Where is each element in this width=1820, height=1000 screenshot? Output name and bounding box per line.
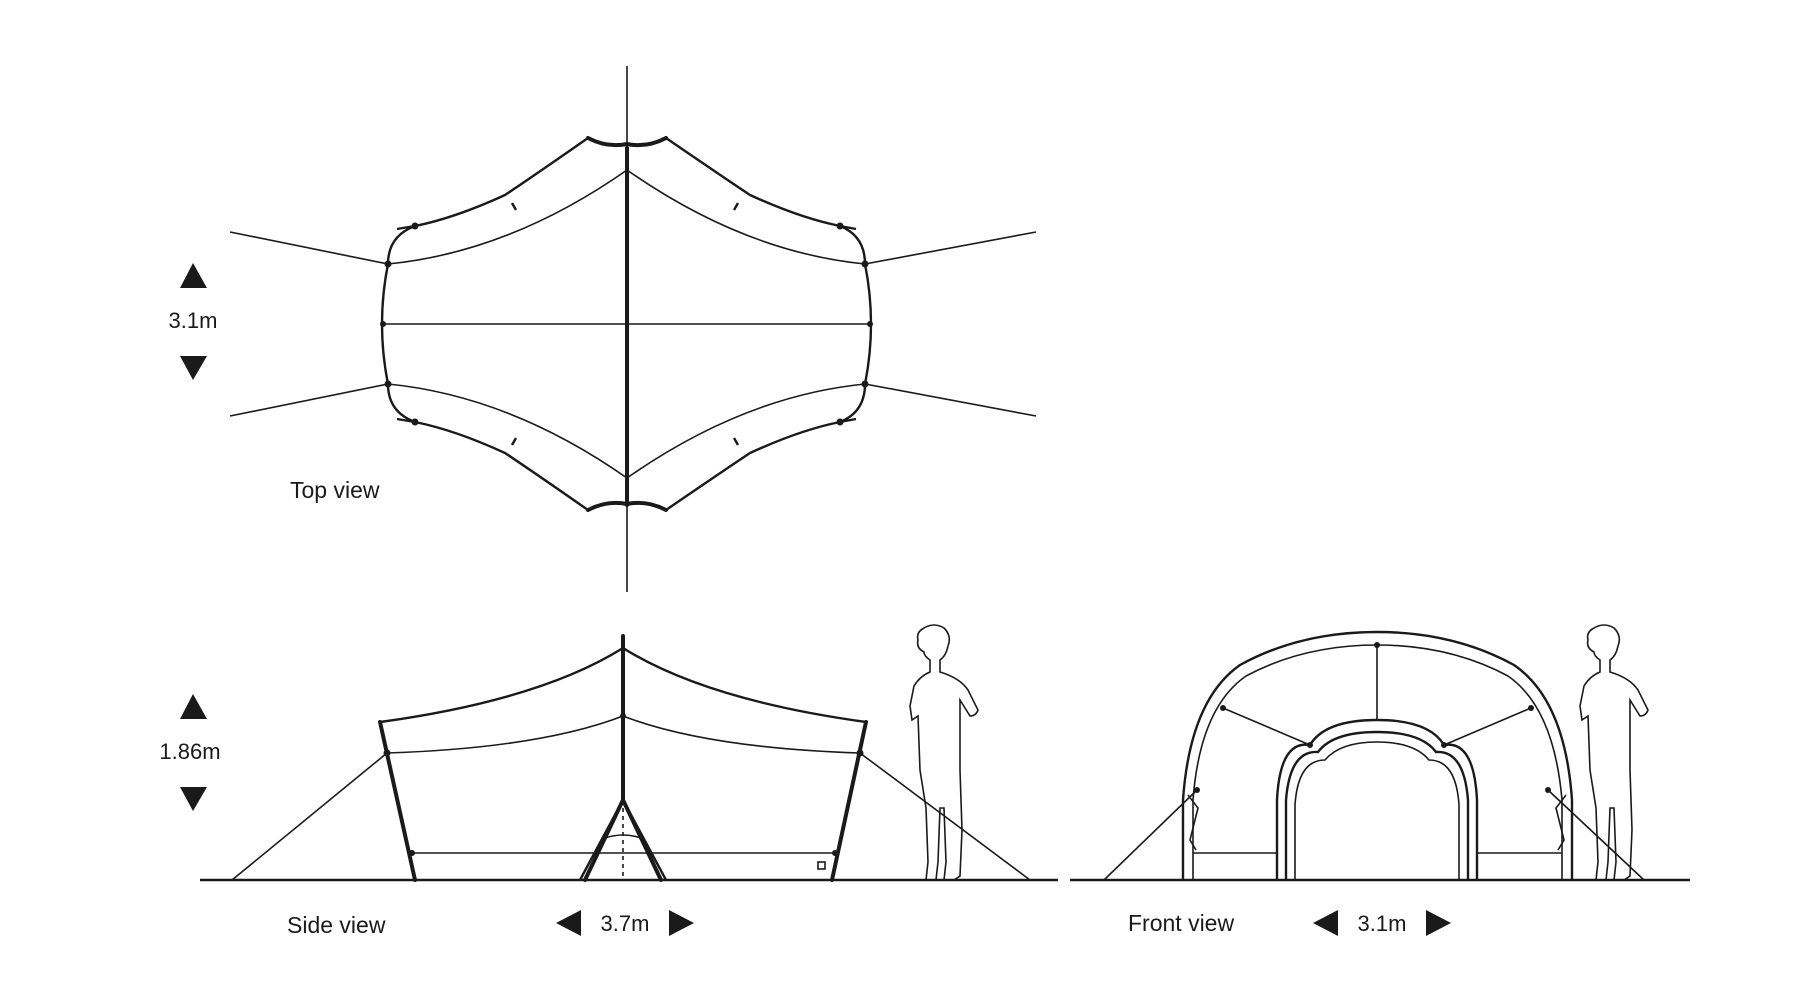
bottom-end-cap — [586, 500, 668, 512]
side-pole-right — [830, 720, 868, 882]
joint — [832, 850, 838, 856]
joint — [861, 260, 869, 268]
joint — [411, 222, 419, 230]
inner-curve-top-left — [387, 169, 628, 265]
joint — [1220, 705, 1226, 711]
side-tarp-left — [379, 646, 624, 724]
front-outer-arch — [1181, 630, 1574, 880]
joint — [620, 713, 626, 719]
joint — [409, 850, 415, 856]
down-arrow-icon — [180, 356, 207, 380]
up-arrow-icon — [180, 263, 207, 288]
joint — [856, 749, 864, 757]
front-view-width: 3.1m — [1358, 911, 1407, 936]
joint — [384, 380, 392, 388]
tarp-edge-top-right — [665, 137, 857, 231]
joint — [867, 321, 873, 327]
guy-line-bottom-left — [229, 383, 389, 417]
front-door-arch-inner — [1294, 741, 1460, 880]
left-arrow-icon — [556, 910, 581, 936]
joint — [1194, 787, 1200, 793]
joint — [836, 418, 844, 426]
top-end-cap — [586, 136, 668, 148]
inner-curve-bottom-right — [626, 383, 866, 479]
front-guy-right — [1547, 789, 1645, 881]
tick — [732, 437, 740, 446]
right-arrow-icon — [1426, 910, 1451, 936]
side-view-label: Side view — [287, 912, 386, 938]
guy-line-top-right — [864, 231, 1037, 265]
joint — [1545, 787, 1551, 793]
joint — [1307, 742, 1313, 748]
front-view: 3.1m Front view — [1070, 624, 1690, 936]
side-tarp-right — [622, 646, 867, 724]
side-pole-left — [378, 720, 417, 882]
person-silhouette — [1579, 624, 1649, 881]
tarp-edge-top-left — [396, 137, 589, 231]
tarp-edge-bottom-right — [665, 417, 857, 511]
front-side-detail-left — [1187, 794, 1199, 851]
front-tension-left — [1222, 707, 1311, 746]
tick — [510, 202, 518, 211]
up-arrow-icon — [180, 694, 207, 719]
joint — [411, 418, 419, 426]
joint — [861, 380, 869, 388]
top-view-label: Top view — [290, 477, 380, 503]
person-silhouette — [909, 624, 979, 881]
guy-line-bottom-right — [864, 383, 1037, 417]
joint — [1528, 705, 1534, 711]
joint — [380, 321, 386, 327]
guy-line-top-left — [229, 231, 389, 265]
right-arrow-icon — [669, 910, 694, 936]
front-tension-right — [1443, 707, 1532, 746]
tripod-brace — [604, 834, 642, 839]
side-view-width: 3.7m — [601, 911, 650, 936]
tick — [510, 437, 518, 446]
front-view-label: Front view — [1128, 910, 1234, 936]
tripod-leg — [621, 799, 668, 881]
left-arrow-icon — [1313, 910, 1338, 936]
down-arrow-icon — [180, 787, 207, 811]
joint — [383, 749, 391, 757]
tripod-leg — [578, 799, 625, 881]
side-view-height: 1.86m — [159, 739, 220, 764]
top-view: 3.1m Top view — [169, 66, 1037, 592]
side-inner-left — [386, 715, 624, 754]
front-side-detail-right — [1555, 794, 1567, 851]
joint — [384, 260, 392, 268]
front-door-arch — [1284, 730, 1470, 880]
inner-curve-top-right — [626, 169, 866, 265]
front-guy-left — [1103, 789, 1198, 881]
joint — [836, 222, 844, 230]
inner-curve-bottom-left — [387, 383, 628, 479]
joint — [1441, 742, 1447, 748]
side-inner-right — [622, 715, 861, 754]
side-guy-left — [231, 752, 388, 881]
tag-icon — [817, 861, 826, 870]
joint — [1374, 642, 1380, 648]
top-view-dimension: 3.1m — [169, 308, 218, 333]
tarp-edge-bottom-left — [396, 417, 589, 511]
tick — [732, 202, 740, 211]
side-view: 1.86m 3.7m Side view — [159, 624, 1058, 938]
